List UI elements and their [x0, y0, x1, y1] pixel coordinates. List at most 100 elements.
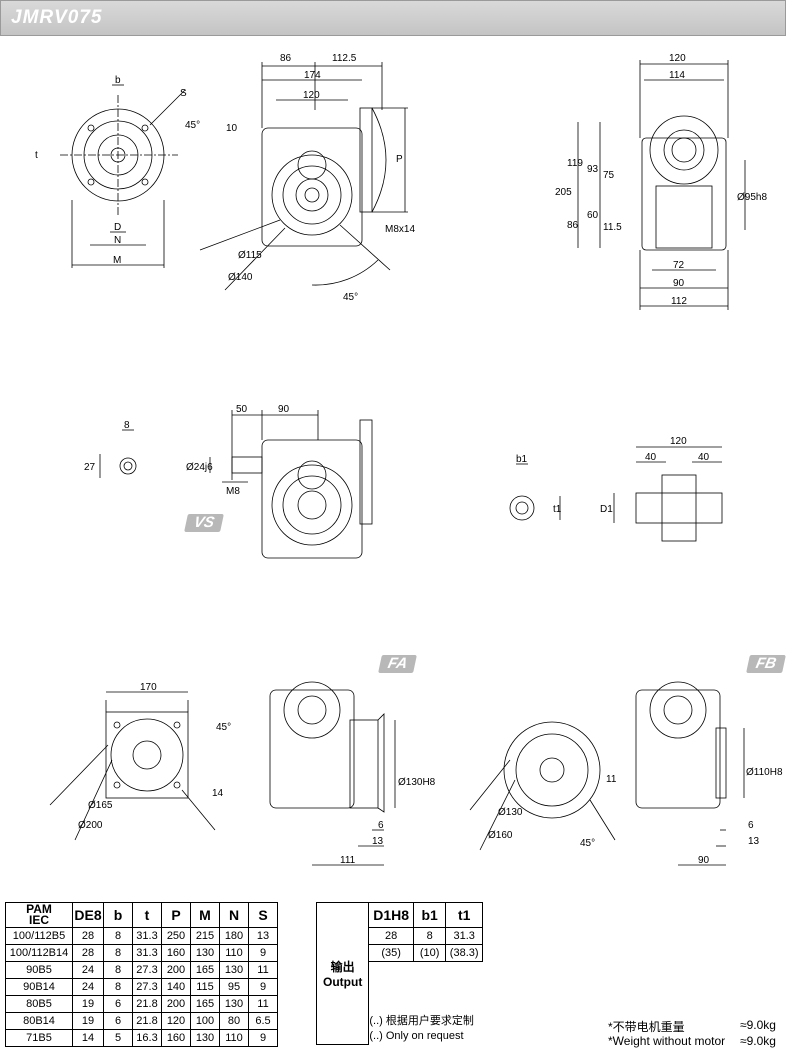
side-dim-120: 120	[669, 53, 686, 64]
table-cell: 110	[219, 1029, 249, 1047]
fa-dim-13: 13	[372, 836, 384, 847]
table-row: (35)(10)(38.3)	[317, 944, 483, 962]
title-bar: JMRV075	[0, 0, 786, 36]
table-cell: 21.8	[132, 995, 162, 1013]
header-de8: DE8	[72, 902, 104, 928]
fa-dim-6: 6	[378, 820, 384, 831]
flange-dim-b: b	[115, 75, 121, 86]
fa-dim-d165: Ø165	[88, 800, 113, 811]
fb-dim-d160: Ø160	[488, 830, 513, 841]
table-cell: 9	[248, 1029, 278, 1047]
table-cell: 215	[190, 927, 220, 945]
table-cell: 200	[161, 995, 191, 1013]
table-cell: 80	[219, 1012, 249, 1030]
fa-dim-angle: 45°	[216, 722, 231, 733]
front-dim-d140: Ø140	[228, 272, 253, 283]
table-cell: 80B5	[5, 995, 73, 1013]
table-cell: 21.8	[132, 1012, 162, 1030]
table-cell: 180	[219, 927, 249, 945]
header-t1: t1	[445, 902, 483, 928]
table-cell: 130	[219, 995, 249, 1013]
table-cell: 8	[103, 961, 133, 979]
table-cell: 165	[190, 961, 220, 979]
vs-dim-90: 90	[278, 404, 290, 415]
flange-dim-n: N	[114, 235, 121, 246]
side-dim-205: 205	[555, 187, 572, 198]
table-cell: 90B14	[5, 978, 73, 996]
hollow-dim-40a: 40	[645, 452, 657, 463]
fa-dim-170: 170	[140, 682, 157, 693]
table-cell: 14	[72, 1029, 104, 1047]
view-label-fb: FB	[746, 655, 786, 673]
table-cell: 13	[248, 927, 278, 945]
side-dim-90: 90	[673, 278, 685, 289]
front-dim-p: P	[396, 154, 403, 165]
table-cell: 71B5	[5, 1029, 73, 1047]
note-row-en: (..) Only on request	[369, 1030, 464, 1042]
fa-dim-111: 111	[340, 855, 356, 866]
front-dim-m8x14: M8x14	[385, 224, 415, 235]
header-m: M	[190, 902, 220, 928]
table-cell: 110	[219, 944, 249, 962]
vs-dim-50: 50	[236, 404, 248, 415]
fa-flange-view	[49, 691, 216, 841]
table-cell: 27.3	[132, 961, 162, 979]
table-cell: 130	[190, 944, 220, 962]
table-cell: 200	[161, 961, 191, 979]
hollow-dim-d1: D1	[600, 504, 613, 515]
table-cell: 100	[190, 1012, 220, 1030]
view-label-fa: FA	[378, 655, 418, 673]
front-dim-86: 86	[280, 53, 292, 64]
side-dim-d95: Ø95h8	[737, 192, 767, 203]
weight-note-en: *Weight without motor ≈9.0kg	[608, 1034, 776, 1048]
header-t: t	[132, 902, 162, 928]
side-dim-114: 114	[669, 70, 685, 81]
side-dim-119: 119	[567, 158, 583, 169]
front-dim-10: 10	[226, 123, 238, 134]
header-s: S	[248, 902, 278, 928]
side-view	[577, 60, 746, 310]
table-cell: 16.3	[132, 1029, 162, 1047]
hollow-dim-b1: b1	[516, 454, 528, 465]
fb-side-view	[635, 681, 745, 866]
fa-dim-d130: Ø130H8	[398, 777, 436, 788]
table-cell: 28	[72, 944, 104, 962]
fa-dim-14: 14	[212, 788, 224, 799]
side-dim-93: 93	[587, 164, 599, 175]
table-cell: 90B5	[5, 961, 73, 979]
vs-dim-m8: M8	[226, 486, 240, 497]
table-cell: 6	[103, 1012, 133, 1030]
table-cell: 140	[161, 978, 191, 996]
table-cell: 9	[248, 944, 278, 962]
header-n: N	[219, 902, 249, 928]
front-dim-d115: Ø115	[238, 250, 262, 261]
table-cell: 80B14	[5, 1012, 73, 1030]
side-dim-72: 72	[673, 260, 685, 271]
table-cell: 19	[72, 995, 104, 1013]
header-d1h8: D1H8	[368, 902, 414, 928]
table-cell: 27.3	[132, 978, 162, 996]
table-cell: 130	[190, 1029, 220, 1047]
table-cell: 11	[248, 961, 278, 979]
fb-dim-90: 90	[698, 855, 710, 866]
table-cell: 9	[248, 978, 278, 996]
note-row-cn: (..) 根据用户要求定制	[369, 1015, 474, 1027]
fb-dim-11: 11	[606, 774, 617, 785]
table-cell: 100/112B5	[5, 927, 73, 945]
table-cell: 100/112B14	[5, 944, 73, 962]
table-cell: 19	[72, 1012, 104, 1030]
table-cell: 115	[190, 978, 220, 996]
table-cell: 8	[103, 978, 133, 996]
front-dim-angle: 45°	[343, 292, 358, 303]
side-dim-11-5: 11.5	[603, 222, 622, 233]
side-dim-75: 75	[603, 170, 615, 181]
